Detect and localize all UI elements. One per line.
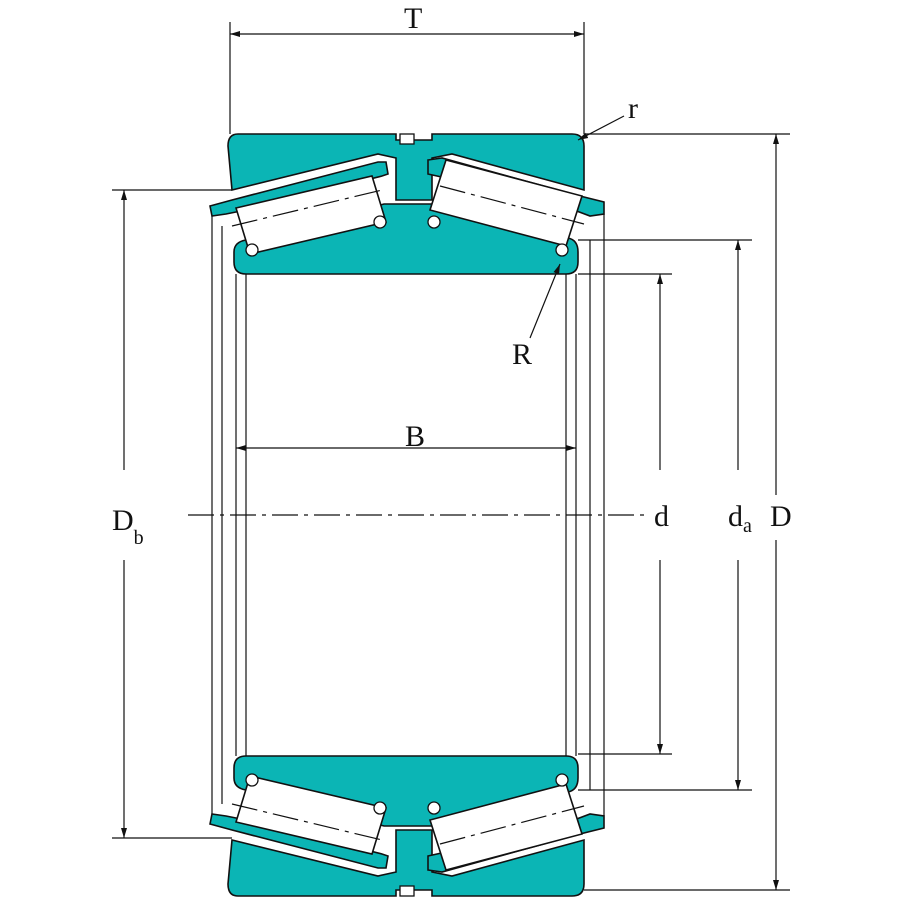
oil-hole <box>427 215 441 229</box>
bearing-bottom-half <box>209 755 605 897</box>
outer-ring-bottom <box>227 829 585 897</box>
label-r: r <box>628 92 638 125</box>
oil-hole <box>373 215 387 229</box>
cone-left-bottom <box>209 813 389 869</box>
dimension-lines <box>112 22 790 891</box>
label-D: D <box>770 500 792 533</box>
outer-ring-slot-top <box>399 133 415 145</box>
outer-ring-top <box>227 133 585 201</box>
label-d: d <box>654 500 669 533</box>
oil-hole <box>245 243 259 257</box>
cone-left-top <box>209 161 389 217</box>
label-da: da <box>728 500 752 537</box>
label-Db: Db <box>112 504 144 549</box>
label-B: B <box>405 420 425 453</box>
oil-hole <box>555 243 569 257</box>
label-T: T <box>404 2 422 35</box>
bearing-top-half <box>209 133 605 275</box>
outer-ring-slot-bottom <box>399 885 415 897</box>
label-R: R <box>512 338 532 371</box>
